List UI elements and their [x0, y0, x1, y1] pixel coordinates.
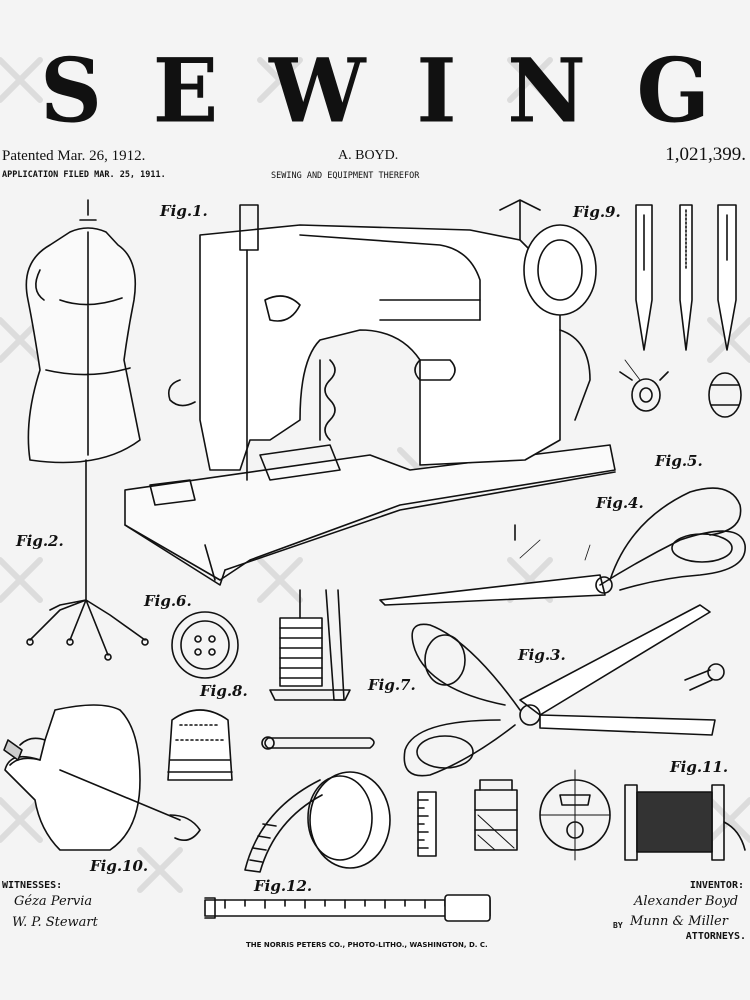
- fig-label: Fig.6.: [144, 592, 192, 610]
- bobbin-disk-illustration: [539, 769, 611, 861]
- large-spool-illustration: [624, 784, 746, 861]
- fig-label: Fig.11.: [670, 758, 729, 776]
- title-letter: S: [40, 39, 103, 144]
- patented-date: Patented Mar. 26, 1912.: [2, 148, 146, 164]
- gauge-block-illustration: [474, 779, 518, 851]
- screw-illustration: [684, 663, 725, 691]
- title-letter: E: [152, 39, 219, 144]
- tape-measure-strip-illustration: [204, 894, 491, 922]
- bobbin-illustration: [619, 371, 742, 418]
- patent-subtitle: SEWING AND EQUIPMENT THEREFOR: [271, 171, 420, 181]
- title-letter: G: [636, 39, 710, 144]
- thimble-illustration: [167, 709, 233, 781]
- safety-pin-illustration: [261, 736, 375, 750]
- fig-label: Fig.8.: [200, 682, 248, 700]
- poster-title: S E W I N G: [40, 39, 710, 144]
- title-letter: N: [507, 39, 586, 144]
- thread-spool-illustration: [269, 589, 351, 701]
- scissors-top-illustration: [379, 487, 746, 606]
- title-letter: W: [269, 39, 366, 144]
- witness-signature: W. P. Stewart: [12, 915, 98, 930]
- fig-label: Fig.10.: [90, 857, 149, 875]
- fig-label: Fig.5.: [655, 452, 703, 470]
- scissors-bottom-illustration: [403, 604, 716, 777]
- fig-label: Fig.1.: [160, 202, 208, 220]
- witnesses-label: WITNESSES:: [2, 880, 63, 891]
- ruler-illustration: [417, 791, 437, 857]
- title-letter: I: [416, 39, 457, 144]
- by-label: BY: [613, 921, 623, 930]
- fig-label: Fig.3.: [518, 646, 566, 664]
- printer-credit: THE NORRIS PETERS CO., PHOTO-LITHO., WAS…: [246, 941, 488, 949]
- tape-measure-reel-illustration: [244, 771, 391, 873]
- witness-signature: Géza Pervia: [14, 894, 93, 909]
- seam-ripper-illustration: [635, 204, 737, 351]
- attorney-signature: Munn & Miller: [630, 914, 728, 929]
- attorneys-label: ATTORNEYS.: [685, 931, 746, 942]
- button-illustration: [171, 611, 239, 679]
- fig-label: Fig.4.: [596, 494, 644, 512]
- patent-number: 1,021,399.: [665, 144, 746, 165]
- fig-label: Fig.7.: [368, 676, 416, 694]
- fig-label: Fig.2.: [16, 532, 64, 550]
- inventor-signature: Alexander Boyd: [634, 894, 739, 909]
- sewing-machine-illustration: [124, 199, 616, 586]
- inventor-label: INVENTOR:: [689, 880, 744, 891]
- hand-illustration: [3, 704, 201, 851]
- dress-form-illustration: [25, 199, 149, 661]
- fig-label: Fig.12.: [254, 877, 313, 895]
- inventor-name: A. BOYD.: [338, 148, 399, 163]
- application-date: APPLICATION FILED MAR. 25, 1911.: [2, 170, 166, 180]
- fig-label: Fig.9.: [573, 203, 621, 221]
